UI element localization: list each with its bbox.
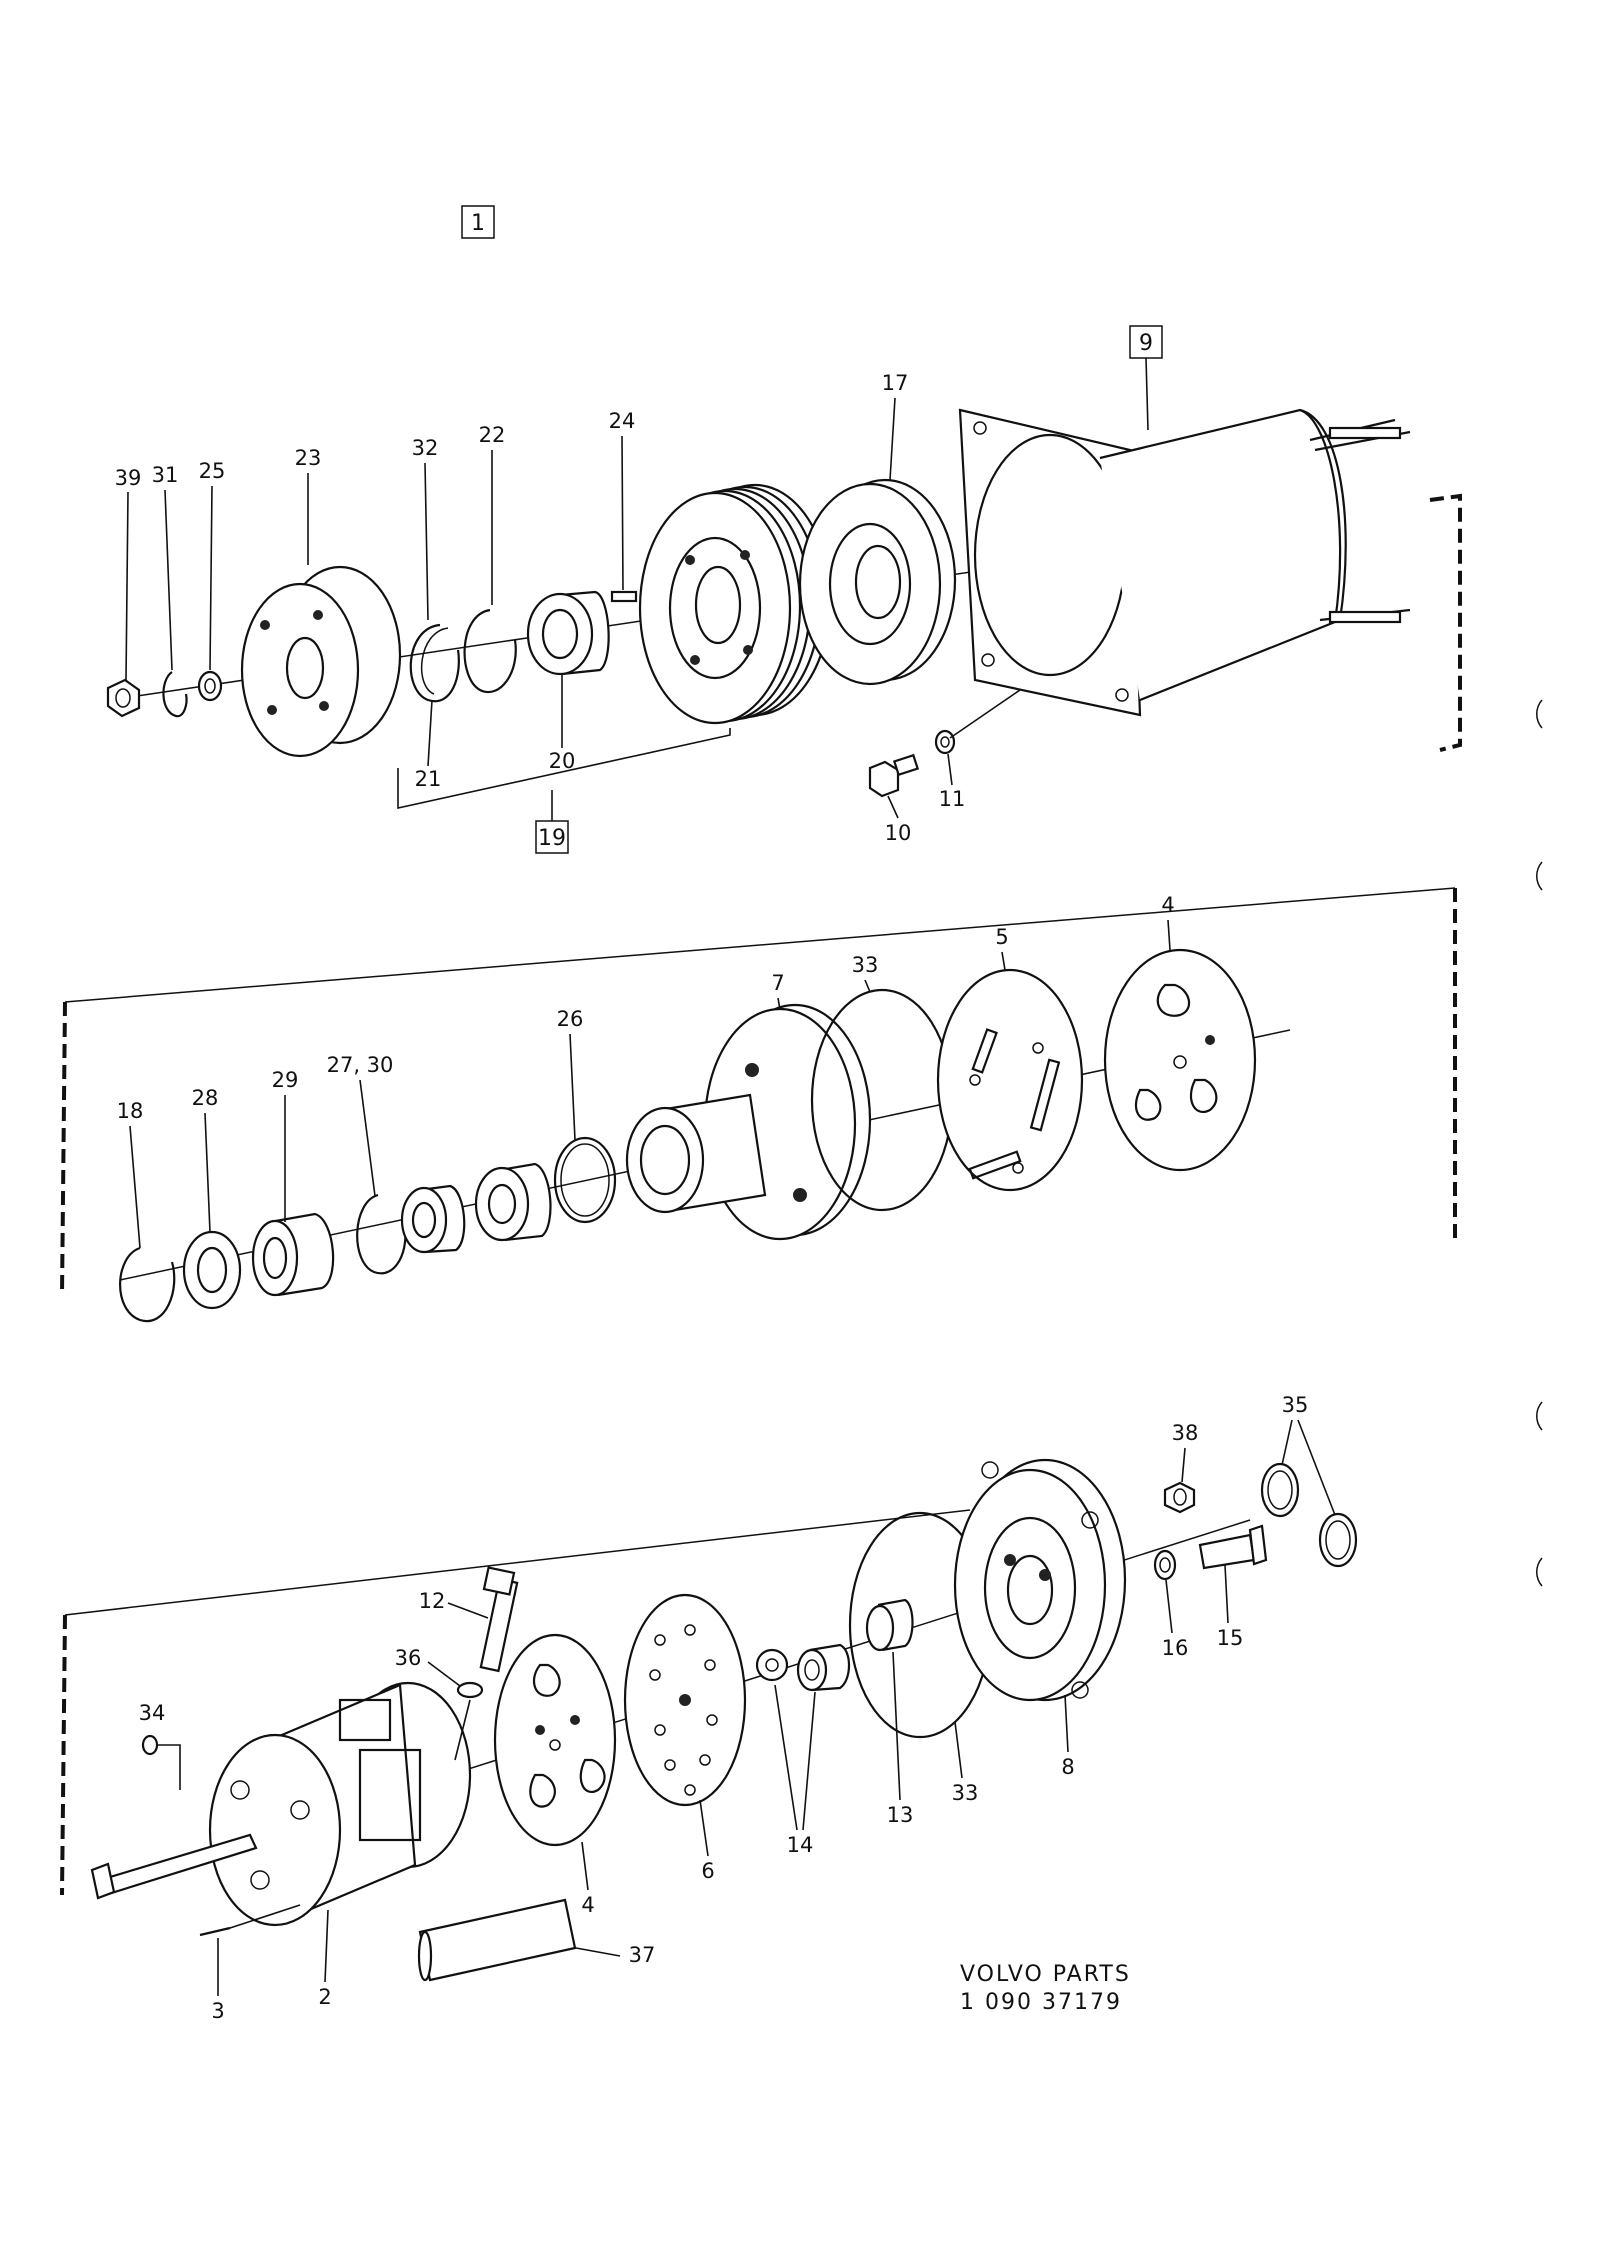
part-4-valve-plate-top [1103, 948, 1257, 1172]
figure-reference: 1 [461, 205, 495, 239]
callout-25: 25 [199, 459, 226, 483]
callout-21: 21 [415, 767, 442, 791]
callout-19: 19 [538, 826, 566, 851]
callout-18: 18 [117, 1099, 144, 1123]
middle-assembly: 18 28 29 27, 30 26 7 33 5 4 [60, 887, 1457, 1323]
callout-32: 32 [412, 436, 439, 460]
callout-26: 26 [557, 1007, 584, 1031]
bottom-callouts: 35 38 16 15 12 36 34 13 33 8 14 6 4 [139, 1393, 1336, 2023]
callout-13: 13 [887, 1803, 914, 1827]
part-5-plate [936, 968, 1084, 1192]
callout-4-bottom: 4 [581, 1893, 594, 1917]
callout-33-rear: 33 [952, 1781, 979, 1805]
part-25-washer [197, 670, 223, 702]
callout-36: 36 [395, 1646, 422, 1670]
part-22-snap-ring [463, 608, 517, 693]
part-28-seal [182, 1230, 242, 1310]
part-21-snap-ring [409, 623, 460, 703]
part-38-nut [1163, 1481, 1196, 1514]
part-35-o-ring-a [1260, 1462, 1300, 1518]
pulley [638, 483, 832, 725]
callout-15: 15 [1217, 1626, 1244, 1650]
part-7-front-head [625, 1003, 872, 1241]
callout-10: 10 [885, 821, 912, 845]
part-34-washer [141, 1734, 181, 1790]
part-35-o-ring-b [1318, 1512, 1358, 1568]
catalog-brand: VOLVO PARTS [960, 1962, 1131, 1987]
callout-37: 37 [629, 1943, 656, 1967]
part-36-washer [456, 1681, 484, 1699]
part-6-plate [623, 1593, 747, 1807]
part-8-rear-head [953, 1458, 1127, 1702]
part-2-cylinder-block [90, 1681, 472, 1927]
part-9-housing [958, 408, 1411, 717]
callout-3: 3 [211, 1999, 224, 2023]
part-15-fitting [1198, 1524, 1268, 1570]
top-assembly: 39 31 25 23 32 22 24 17 9 21 20 19 [106, 325, 1462, 854]
seal-ring [400, 1184, 466, 1254]
part-12-bolt [479, 1566, 519, 1673]
margin-marks [1536, 699, 1543, 1587]
part-14-gears [755, 1643, 851, 1692]
part-37-tube [417, 1898, 577, 1982]
callout-24: 24 [609, 409, 636, 433]
callout-6: 6 [701, 1859, 714, 1883]
bottom-assembly: 35 38 16 15 12 36 34 13 33 8 14 6 4 [60, 1393, 1358, 2023]
callout-4-top: 4 [1161, 893, 1174, 917]
callout-38: 38 [1172, 1421, 1199, 1445]
figure-reference-number: 1 [471, 211, 485, 236]
part-39-nut [106, 678, 141, 718]
callout-11: 11 [939, 787, 966, 811]
part-26-o-ring [553, 1136, 617, 1224]
callout-16: 16 [1162, 1636, 1189, 1660]
callout-34: 34 [139, 1701, 166, 1725]
callout-12: 12 [419, 1589, 446, 1613]
part-29-sleeve [251, 1212, 335, 1297]
callout-35: 35 [1282, 1393, 1309, 1417]
catalog-code: 1 090 37179 [960, 1990, 1122, 2015]
top-callouts: 39 31 25 23 32 22 24 17 9 21 20 19 [115, 325, 1163, 854]
callout-22: 22 [479, 423, 506, 447]
callout-39: 39 [115, 466, 142, 490]
part-31-circlip [162, 671, 188, 718]
callout-20: 20 [549, 749, 576, 773]
assembly-19-bracket [397, 728, 731, 809]
callout-14: 14 [787, 1833, 814, 1857]
callout-33-front: 33 [852, 953, 879, 977]
part-18-circlip [119, 1246, 176, 1323]
middle-bearing [474, 1162, 552, 1242]
part-11-washer [934, 729, 956, 755]
part-10-bolt [868, 753, 920, 798]
part-16-washer [1153, 1549, 1177, 1581]
callout-9: 9 [1139, 331, 1153, 356]
callout-29: 29 [272, 1068, 299, 1092]
callout-7: 7 [771, 971, 784, 995]
part-4-valve-plate-bottom [493, 1633, 617, 1847]
callout-31: 31 [152, 463, 179, 487]
callout-5: 5 [995, 925, 1008, 949]
part-23-hub [240, 565, 402, 758]
part-20-bearing [526, 590, 610, 676]
part-13-sleeve [865, 1598, 914, 1652]
callout-27-30: 27, 30 [327, 1053, 394, 1077]
callout-17: 17 [882, 371, 909, 395]
break-line-top [1429, 493, 1462, 752]
part-17-coil [798, 478, 957, 686]
callout-23: 23 [295, 446, 322, 470]
callout-8: 8 [1061, 1755, 1074, 1779]
part-24-key [610, 590, 638, 603]
middle-callouts: 18 28 29 27, 30 26 7 33 5 4 [117, 893, 1175, 1249]
part-27-30-snap-ring [356, 1193, 407, 1275]
callout-2: 2 [318, 1985, 331, 2009]
callout-28: 28 [192, 1086, 219, 1110]
part-3-pin [199, 1926, 231, 1937]
